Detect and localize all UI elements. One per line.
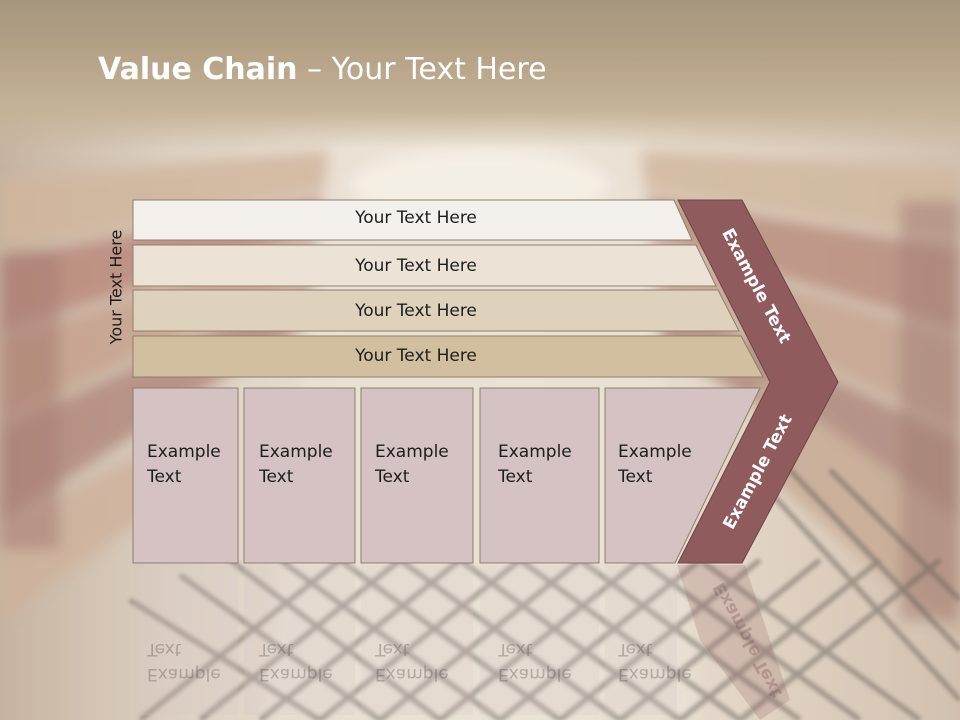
row-shape xyxy=(132,244,717,287)
row-label: Your Text Here xyxy=(355,301,477,321)
slide-title: Value Chain – Your Text Here xyxy=(98,52,547,87)
title-bold: Value Chain xyxy=(98,52,298,87)
column-label-line2: Text xyxy=(618,467,653,487)
row-label: Your Text Here xyxy=(355,208,477,228)
title-rest: – Your Text Here xyxy=(297,52,547,87)
reflection-line1: Example xyxy=(147,664,221,684)
column-label-reflection: Example Text xyxy=(147,636,221,686)
chevron-arrow xyxy=(677,199,839,564)
column-label-line1: Example xyxy=(259,442,333,462)
reflection-column xyxy=(244,565,355,715)
reflection-line2: Text xyxy=(618,639,653,659)
column-label-reflection: Example Text xyxy=(498,636,572,686)
column-label-line2: Text xyxy=(259,467,294,487)
column-label-line1: Example xyxy=(618,442,692,462)
column-label-reflection: Example Text xyxy=(375,636,449,686)
row-shape xyxy=(132,289,740,332)
reflection-line2: Text xyxy=(375,639,410,659)
column-label: Example Text xyxy=(498,440,572,490)
column-label: Example Text xyxy=(375,440,449,490)
column-label-line2: Text xyxy=(498,467,533,487)
column-label: Example Text xyxy=(147,440,221,490)
row-label: Your Text Here xyxy=(355,256,477,276)
reflection-column xyxy=(480,565,599,715)
column-label-line1: Example xyxy=(498,442,572,462)
column-label-line1: Example xyxy=(147,442,221,462)
reflection-column xyxy=(133,565,238,715)
reflection-line2: Text xyxy=(259,639,294,659)
column-label-line2: Text xyxy=(147,467,182,487)
reflection-chevron xyxy=(677,565,790,720)
reflection-line1: Example xyxy=(498,664,572,684)
column-label: Example Text xyxy=(618,440,692,490)
reflection-column xyxy=(361,565,473,715)
reflection xyxy=(133,565,790,720)
reflection-line1: Example xyxy=(618,664,692,684)
column-shape xyxy=(360,387,474,564)
column-shape xyxy=(243,387,356,564)
column-label: Example Text xyxy=(259,440,333,490)
row-shape xyxy=(132,335,764,378)
reflection-line1: Example xyxy=(259,664,333,684)
column-label-reflection: Example Text xyxy=(618,636,692,686)
row-shape xyxy=(132,199,693,241)
column-shape xyxy=(132,387,239,564)
column-shape xyxy=(479,387,600,564)
column-label-line1: Example xyxy=(375,442,449,462)
reflection-line1: Example xyxy=(375,664,449,684)
reflection-line2: Text xyxy=(147,639,182,659)
column-shape xyxy=(604,387,761,564)
row-label: Your Text Here xyxy=(355,346,477,366)
reflection-line2: Text xyxy=(498,639,533,659)
reflection-column xyxy=(605,565,677,715)
column-label-reflection: Example Text xyxy=(259,636,333,686)
column-label-line2: Text xyxy=(375,467,410,487)
